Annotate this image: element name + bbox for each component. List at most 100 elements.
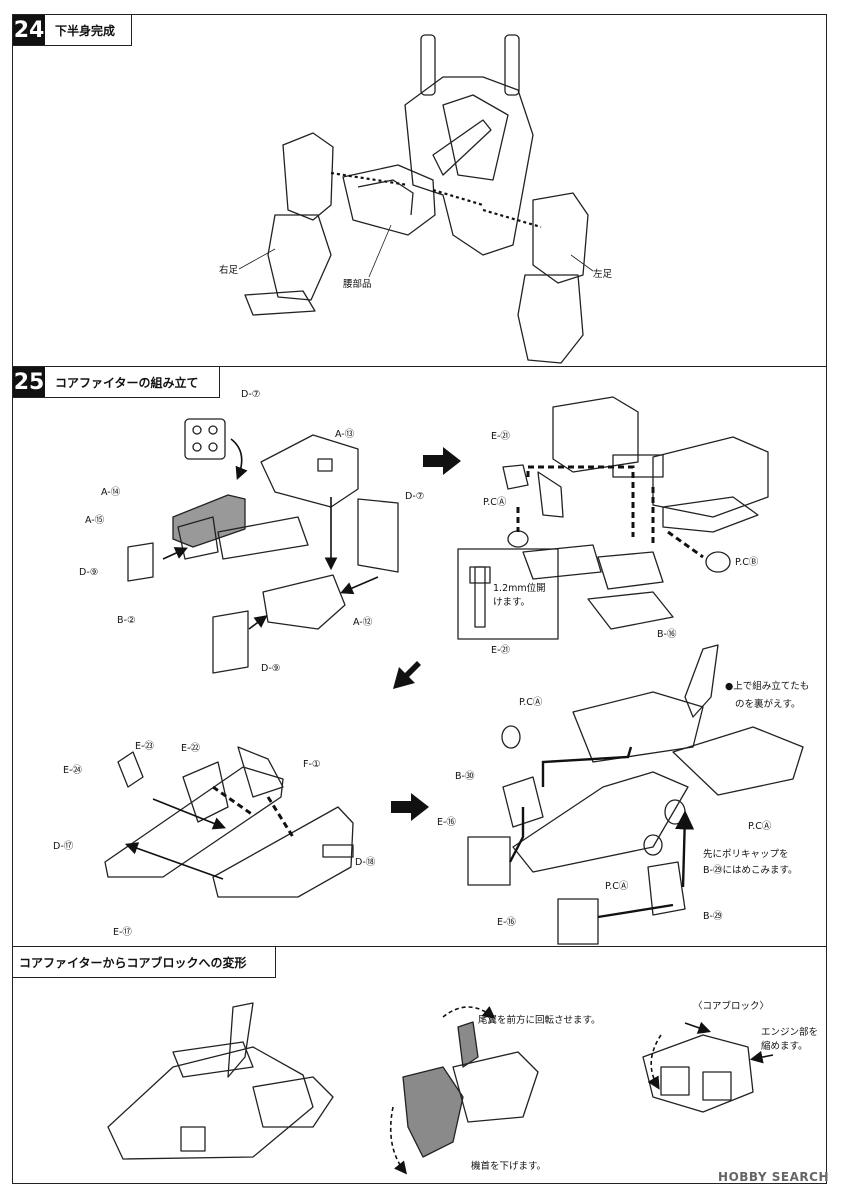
- label-e22: E-㉒: [181, 743, 200, 754]
- left-leg-label: 左足: [593, 268, 613, 280]
- pilot-figure: [117, 751, 144, 788]
- engine-block: [672, 726, 804, 796]
- right-foot: [244, 290, 316, 316]
- part-d18: [212, 806, 354, 898]
- cockpit-frame: [182, 761, 229, 823]
- waist-part: [342, 164, 436, 236]
- engine-note-line2: 縮めます。: [761, 1040, 808, 1052]
- label-d7-large: D-⑦: [405, 491, 424, 502]
- step-25-header: 25 コアファイターの組み立て: [13, 367, 220, 398]
- label-d18: D-⑱: [355, 857, 376, 868]
- label-e16-a: E-⑯: [437, 817, 456, 828]
- transformation-title: コアファイターからコアブロックへの変形: [19, 955, 247, 970]
- right-thigh: [282, 132, 334, 221]
- label-d9-small: D-⑨: [79, 567, 98, 578]
- engine-note-line1: エンジン部を: [761, 1026, 818, 1038]
- engine-block-top: [552, 396, 639, 473]
- label-a14: A-⑭: [101, 487, 121, 498]
- label-a13: A-⑬: [335, 429, 355, 440]
- waist-part-label: 腰部品: [343, 278, 372, 290]
- label-e16-b: E-⑯: [497, 917, 516, 928]
- right-leg-label: 右足: [219, 264, 239, 276]
- part-d9-large: [212, 610, 249, 674]
- part-e16-b: [557, 898, 599, 945]
- lower-body-illustration: 右足 腰部品 左足: [219, 34, 613, 364]
- label-a12: A-⑫: [353, 617, 373, 628]
- next-arrow-3: [391, 793, 429, 821]
- core-fighter: [107, 1046, 314, 1160]
- label-d9-large: D-⑨: [261, 663, 280, 674]
- label-b29: B-㉙: [703, 911, 723, 922]
- label-b2: B-②: [117, 615, 135, 626]
- label-e23: E-㉓: [135, 741, 154, 752]
- label-pc-a-3: P.CⒶ: [748, 821, 772, 832]
- core-fighter-assembly-illustration: [104, 396, 804, 945]
- label-e24: E-㉔: [63, 765, 82, 776]
- polycap-note-line1: 先にポリキャップを: [703, 848, 789, 860]
- part-d9-small: [127, 542, 154, 582]
- instruction-page: 24 下半身完成: [12, 14, 827, 1184]
- step-24-number: 24: [13, 15, 45, 45]
- gap-note-line2: けます。: [493, 597, 530, 608]
- polycap-a-4: [643, 834, 663, 856]
- flip-note-line1: ●上で組み立てたも: [725, 680, 809, 692]
- step-25-title: コアファイターの組み立て: [55, 375, 199, 390]
- transformation-illustration: 〈コアブロック〉 尾翼を前方に回転させます。 機首を下げます。 エンジン部を 縮…: [107, 1000, 818, 1175]
- label-e21-detail: E-㉑: [491, 645, 510, 656]
- label-pc-b: P.CⒷ: [735, 557, 759, 568]
- part-d7-large: [357, 498, 399, 573]
- step-25-number: 25: [13, 367, 45, 397]
- part-e21: [502, 464, 529, 490]
- core-block: [642, 1034, 754, 1113]
- label-a15: A-⑮: [85, 515, 105, 526]
- nose-section: [402, 1066, 464, 1158]
- label-e21: E-㉑: [491, 431, 510, 442]
- part-b16: [587, 591, 674, 630]
- label-pc-a-1: P.CⒶ: [483, 497, 507, 508]
- step-24-title: 下半身完成: [55, 23, 116, 38]
- polycap-b: [705, 551, 731, 573]
- label-pc-a-4: P.CⒶ: [605, 881, 629, 892]
- step-25-labels: D-⑦ A-⑬ D-⑦ A-⑭ A-⑮ D-⑨ B-② A-⑫ D-⑨ E-㉑ …: [53, 389, 809, 938]
- label-f1: F-①: [303, 759, 320, 770]
- tail-rotate-note: 尾翼を前方に回転させます。: [478, 1014, 601, 1026]
- label-e17: E-⑰: [113, 927, 132, 938]
- tail-wing: [457, 1021, 479, 1068]
- label-d7-small: D-⑦: [241, 389, 260, 400]
- engine-block-right: [652, 436, 769, 518]
- left-shin: [517, 274, 584, 364]
- part-b2: [217, 516, 309, 560]
- next-arrow-1: [423, 447, 461, 475]
- label-pc-a-2: P.CⒶ: [519, 697, 543, 708]
- left-thigh: [532, 192, 589, 284]
- part-b30: [502, 776, 544, 828]
- part-d17: [104, 766, 284, 878]
- gap-note-line1: 1.2mm位開: [493, 582, 546, 594]
- part-f1: [237, 746, 284, 798]
- polycap-a-2: [501, 725, 521, 749]
- label-b30: B-㉚: [455, 771, 475, 782]
- beam-saber-right: [504, 34, 520, 96]
- step-25-section: 25 コアファイターの組み立て: [13, 367, 826, 947]
- detail-inset: [457, 548, 559, 640]
- core-block-label: 〈コアブロック〉: [693, 1000, 769, 1012]
- wing-block: [572, 691, 704, 763]
- flip-note-line2: のを裏がえす。: [735, 698, 801, 710]
- transformation-section: コアファイターからコアブロックへの変形: [13, 947, 826, 1185]
- transformation-header: コアファイターからコアブロックへの変形: [13, 947, 276, 978]
- step-24-section: 24 下半身完成: [13, 15, 826, 367]
- step-24-header: 24 下半身完成: [13, 15, 132, 46]
- label-b16: B-⑯: [657, 629, 677, 640]
- nose-lower-note: 機首を下げます。: [471, 1160, 546, 1172]
- right-shin: [267, 214, 332, 301]
- part-a14: [172, 494, 246, 548]
- polycap-note-line2: B-㉙にはめこみます。: [703, 865, 798, 876]
- watermark-logo: HOBBY SEARCH: [718, 1170, 829, 1184]
- core-fighter-body: [512, 771, 689, 873]
- label-d17: D-⑰: [53, 841, 74, 852]
- part-d7-small: [184, 418, 226, 460]
- waist-rear-block: [404, 76, 534, 256]
- part-a13: [260, 434, 359, 508]
- next-arrow-2: [393, 661, 421, 689]
- base-block: [522, 544, 602, 580]
